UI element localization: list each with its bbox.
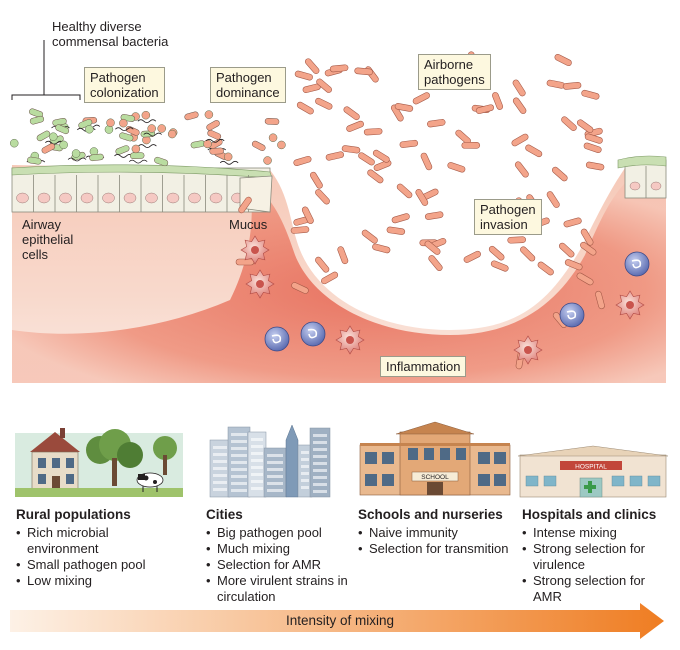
setting-item: Rich microbial environment: [16, 525, 176, 557]
commensal-label: Healthy diverse commensal bacteria: [52, 19, 169, 49]
setting-item: Small pathogen pool: [16, 557, 176, 573]
immune-cells: [240, 235, 650, 365]
inflammation-label: Inflammation: [380, 356, 467, 377]
farmhouse-icon: [15, 428, 183, 497]
dominance-label: Pathogen dominance: [210, 67, 286, 103]
epithelial-cells: [16, 175, 266, 212]
invasion-label: Pathogen invasion: [474, 199, 542, 235]
setting-item: Much mixing: [206, 541, 356, 557]
setting-title: Schools and nurseries: [358, 507, 503, 522]
hospital-sign: HOSPITAL: [575, 464, 607, 471]
setting-item: More virulent strains in circulation: [206, 573, 356, 605]
setting-item: Intense mixing: [522, 525, 672, 541]
epithelial-cell-layer: [11, 164, 273, 213]
school-building-icon: SCHOOL: [359, 421, 511, 496]
arrow-label: Intensity of mixing: [285, 613, 395, 628]
epithelial-cell-layer-right: [617, 155, 667, 199]
setting-item: Strong selection for AMR: [522, 573, 672, 605]
airway-tissue: [12, 165, 666, 383]
school-sign: SCHOOL: [421, 474, 449, 481]
setting-cities: Cities Big pathogen pool Much mixing Sel…: [206, 506, 356, 605]
setting-title: Rural populations: [16, 507, 131, 522]
setting-item: Strong selection for virulence: [522, 541, 672, 573]
airborne-label: Airborne pathogens: [418, 54, 491, 90]
setting-hospitals: Hospitals and clinics Intense mixing Str…: [522, 506, 672, 605]
mucus-label: Mucus: [229, 217, 268, 232]
setting-schools: Schools and nurseries Naive immunity Sel…: [358, 506, 518, 557]
setting-item: Naive immunity: [358, 525, 518, 541]
setting-item: Big pathogen pool: [206, 525, 356, 541]
setting-rural: Rural populations Rich microbial environ…: [16, 506, 176, 589]
bacteria-group: [9, 108, 286, 167]
hospital-building-icon: HOSPITAL: [517, 445, 669, 498]
epithelial-label: Airway epithelial cells: [22, 217, 74, 262]
setting-item: Selection for AMR: [206, 557, 356, 573]
city-skyline-icon: [209, 424, 331, 498]
setting-item: Selection for transmition: [358, 541, 518, 557]
colonization-label: Pathogen colonization: [84, 67, 165, 103]
mixing-intensity-arrow: [10, 603, 664, 639]
setting-title: Hospitals and clinics: [522, 507, 657, 522]
commensal-bracket: [11, 40, 81, 100]
setting-title: Cities: [206, 507, 243, 522]
setting-item: Low mixing: [16, 573, 176, 589]
